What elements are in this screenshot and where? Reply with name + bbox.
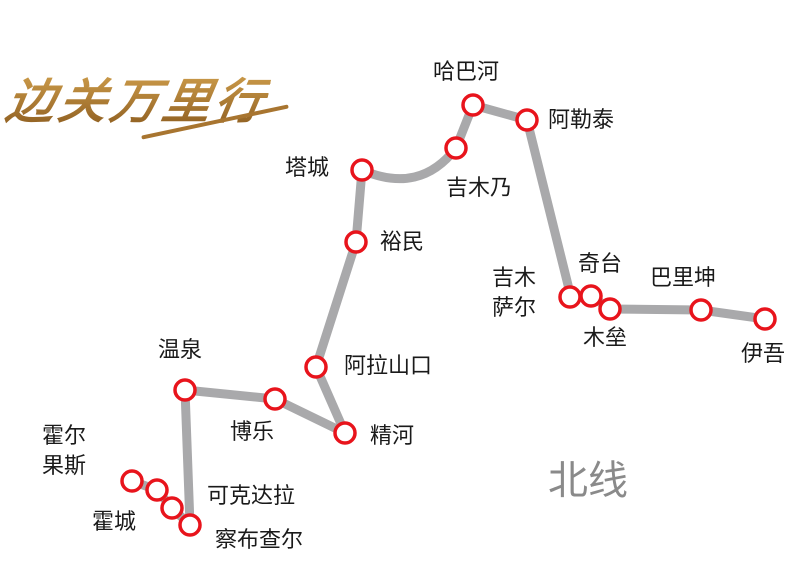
station-marker-huoerguosi [120, 469, 144, 493]
station-marker-tacheng [350, 158, 374, 182]
station-marker-aletai [515, 108, 539, 132]
label-bole: 博乐 [230, 420, 275, 445]
route-segment [180, 385, 280, 404]
label-jinghe: 精河 [370, 424, 415, 449]
route-segment [357, 143, 461, 184]
station-marker-alashankou [304, 355, 328, 379]
station-marker-huocheng [145, 478, 169, 502]
label-jimusaer: 吉木萨尔 [492, 266, 537, 321]
label-balikun: 巴里坤 [650, 266, 717, 291]
label-huoerguosi: 霍尔果斯 [42, 424, 87, 479]
route-segment [180, 385, 195, 530]
label-qitai: 奇台 [578, 252, 623, 277]
route-segment [311, 237, 361, 372]
route-line-name: 北线 [548, 458, 628, 504]
route-segment [351, 165, 367, 247]
station-marker-yumin [344, 230, 368, 254]
label-yiwu: 伊吾 [741, 342, 786, 367]
label-chabuchaer: 察布查尔 [215, 528, 304, 553]
label-alashankou: 阿拉山口 [344, 354, 433, 379]
label-yumin: 裕民 [380, 230, 425, 255]
label-aletai: 阿勒泰 [548, 108, 615, 133]
station-marker-jimusaer [558, 285, 582, 309]
station-marker-jimunai [444, 136, 468, 160]
route-segment [270, 394, 350, 438]
label-kekedala: 可克达拉 [207, 484, 296, 509]
station-marker-qitai [579, 284, 603, 308]
label-huocheng: 霍城 [92, 510, 137, 535]
label-tacheng: 塔城 [285, 156, 330, 181]
station-marker-mulei [598, 297, 622, 321]
label-wenquan: 温泉 [158, 338, 203, 363]
route-segment [311, 362, 350, 438]
station-marker-balikun [689, 298, 713, 322]
label-mulei: 木垒 [583, 326, 628, 351]
station-marker-bole [263, 387, 287, 411]
station-marker-yiwu [753, 307, 777, 331]
label-habahe: 哈巴河 [433, 60, 500, 85]
label-jimunai: 吉木乃 [446, 176, 513, 201]
station-marker-chabuchaer [178, 513, 202, 537]
station-marker-jinghe [333, 421, 357, 445]
station-marker-habahe [461, 93, 485, 117]
station-marker-kekedala [160, 496, 184, 520]
station-marker-wenquan [173, 378, 197, 402]
